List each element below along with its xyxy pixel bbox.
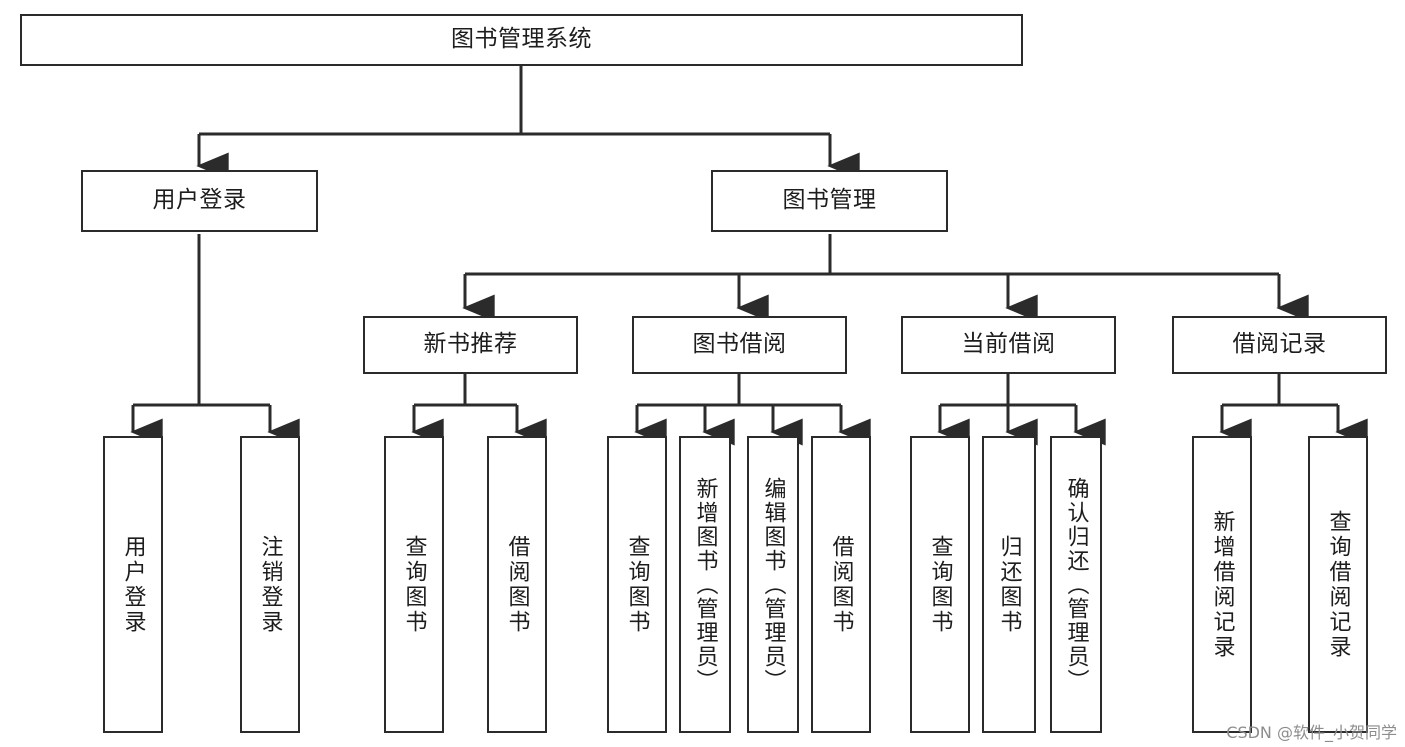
- leaf-confirm-return-admin[interactable]: 确认归还（管理员）: [1050, 436, 1102, 733]
- node-label: 图书管理系统: [451, 26, 592, 53]
- node-user-login[interactable]: 用户登录: [81, 170, 318, 232]
- node-label: 归还图书: [996, 534, 1022, 635]
- node-label: 新增借阅记录: [1209, 509, 1235, 660]
- node-current-borrow[interactable]: 当前借阅: [901, 316, 1116, 374]
- leaf-query-borrow-record[interactable]: 查询借阅记录: [1308, 436, 1368, 733]
- leaf-query-book-recommend[interactable]: 查询图书: [384, 436, 444, 733]
- watermark: CSDN @软件_小贺同学: [1226, 723, 1397, 742]
- node-label: 借阅记录: [1232, 331, 1327, 358]
- node-label: 用户登录: [120, 534, 146, 635]
- node-label: 确认归还（管理员）: [1063, 476, 1089, 693]
- node-label: 新增图书（管理员）: [692, 476, 718, 693]
- leaf-add-book-admin[interactable]: 新增图书（管理员）: [679, 436, 731, 733]
- leaf-add-borrow-record[interactable]: 新增借阅记录: [1192, 436, 1252, 733]
- leaf-query-book-borrow[interactable]: 查询图书: [607, 436, 667, 733]
- node-book-borrow[interactable]: 图书借阅: [632, 316, 847, 374]
- node-root-book-management-system[interactable]: 图书管理系统: [20, 14, 1023, 66]
- node-label: 当前借阅: [961, 331, 1056, 358]
- leaf-borrow-book[interactable]: 借阅图书: [811, 436, 871, 733]
- leaf-borrow-book-recommend[interactable]: 借阅图书: [487, 436, 547, 733]
- node-label: 借阅图书: [828, 534, 854, 635]
- node-label: 查询图书: [624, 534, 650, 635]
- node-label: 编辑图书（管理员）: [760, 476, 786, 693]
- node-label: 借阅图书: [504, 534, 530, 635]
- node-label: 注销登录: [257, 534, 283, 635]
- node-new-book-recommend[interactable]: 新书推荐: [363, 316, 578, 374]
- node-borrow-record[interactable]: 借阅记录: [1172, 316, 1387, 374]
- node-label: 新书推荐: [423, 331, 518, 358]
- node-label: 用户登录: [152, 187, 247, 214]
- leaf-user-logout[interactable]: 注销登录: [240, 436, 300, 733]
- node-label: 查询图书: [927, 534, 953, 635]
- leaf-query-book-current[interactable]: 查询图书: [910, 436, 970, 733]
- leaf-user-login[interactable]: 用户登录: [103, 436, 163, 733]
- node-book-management[interactable]: 图书管理: [711, 170, 948, 232]
- leaf-edit-book-admin[interactable]: 编辑图书（管理员）: [747, 436, 799, 733]
- leaf-return-book[interactable]: 归还图书: [982, 436, 1036, 733]
- node-label: 查询借阅记录: [1325, 509, 1351, 660]
- node-label: 查询图书: [401, 534, 427, 635]
- node-label: 图书借阅: [692, 331, 787, 358]
- node-label: 图书管理: [782, 187, 877, 214]
